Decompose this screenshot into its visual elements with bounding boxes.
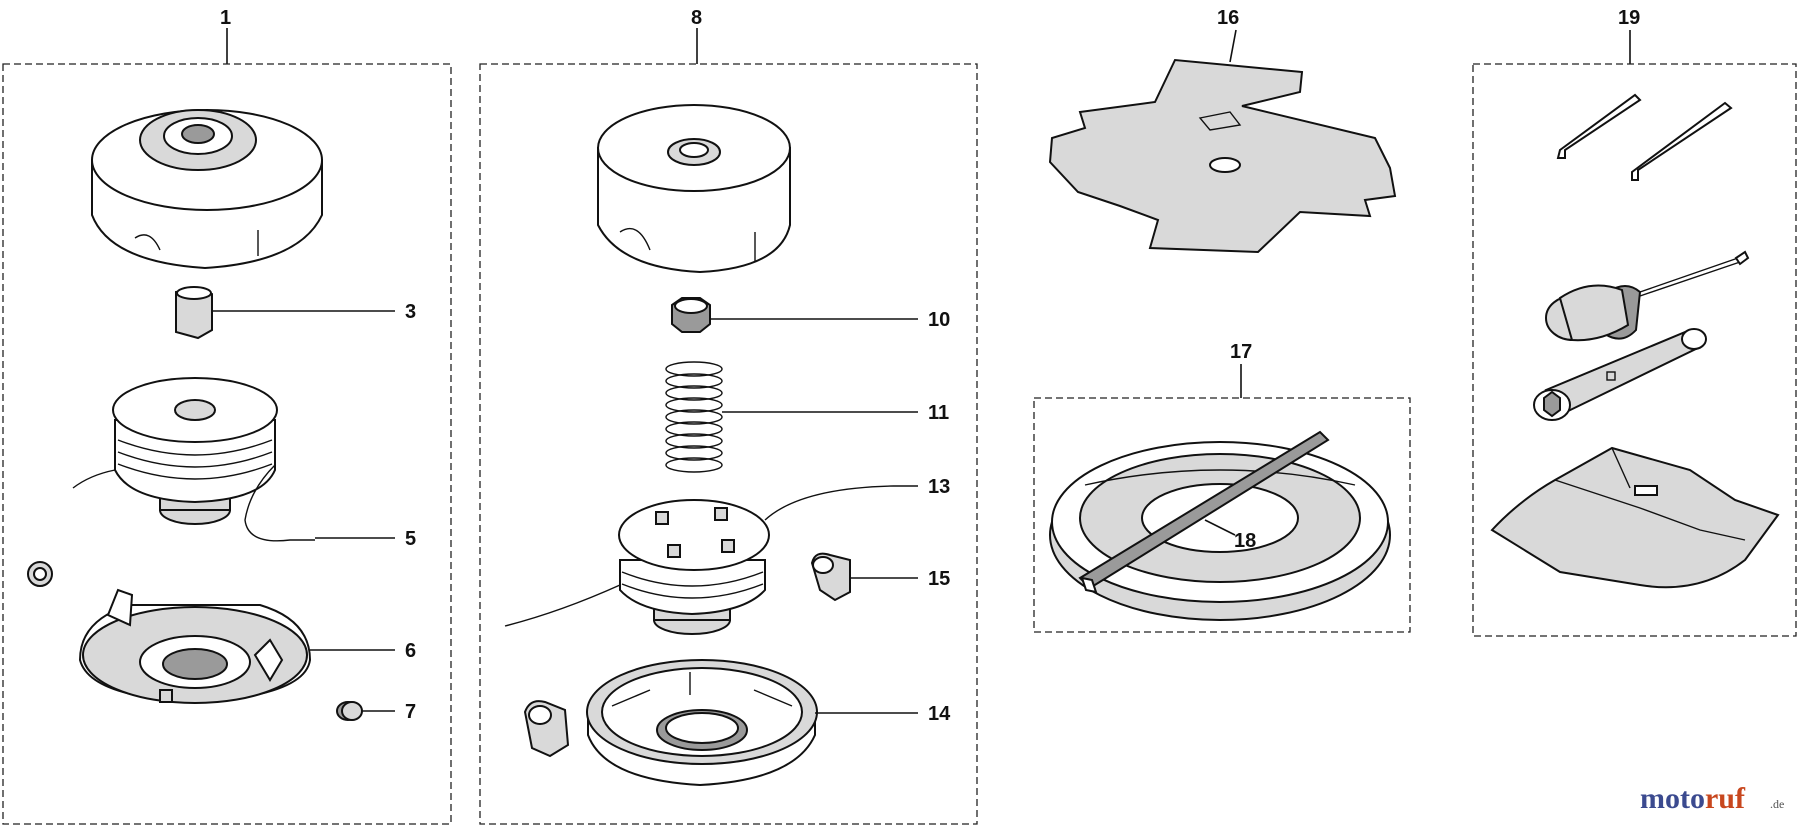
group-17-box	[1033, 397, 1411, 633]
watermark-ruf: ruf	[1705, 782, 1746, 815]
callout-19: 19	[1618, 7, 1640, 29]
guard-disc	[1049, 430, 1391, 621]
spring-part-11	[665, 361, 723, 473]
watermark-moto: moto	[1640, 782, 1705, 815]
hex-key-2	[1631, 101, 1733, 181]
callout-10: 10	[928, 309, 950, 331]
callout-14: 14	[928, 703, 951, 725]
group-1-box	[2, 63, 452, 825]
callout-8: 8	[691, 7, 702, 29]
clip-part-14-side	[523, 700, 570, 758]
nut-part-10	[671, 297, 711, 333]
group-8: 8 10 11	[479, 7, 978, 825]
clip-part-15	[810, 552, 851, 602]
callout-17: 17	[1230, 341, 1252, 363]
group-19: 19	[1472, 7, 1797, 637]
callout-1: 1	[220, 7, 231, 29]
callout-3: 3	[405, 301, 416, 323]
group-16: 16	[1048, 7, 1397, 254]
group-1: 1 3	[2, 7, 452, 825]
brush-blade-part-16	[1048, 58, 1397, 254]
watermark-text: motoruf	[1640, 782, 1746, 815]
callout-5: 5	[405, 528, 416, 550]
clip-part-7	[336, 701, 363, 721]
group-8-box	[479, 63, 978, 825]
callout-6: 6	[405, 640, 416, 662]
trimmer-head-cap-8	[597, 104, 791, 274]
base-part-6	[78, 588, 312, 704]
spool-part-13	[504, 485, 894, 635]
small-clip-left	[27, 561, 53, 587]
base-part-14	[586, 659, 818, 787]
trimmer-head-cap	[91, 109, 323, 270]
watermark-logo: motoruf .de	[1640, 782, 1784, 815]
hex-key-1	[1556, 93, 1642, 159]
tool-pouch	[1490, 446, 1780, 589]
spool-part-5	[72, 377, 315, 542]
nut-part-3	[175, 286, 213, 340]
callout-11: 11	[928, 402, 949, 424]
callout-13: 13	[928, 476, 950, 498]
group-17: 17 18	[1033, 341, 1411, 633]
watermark-suffix: .de	[1770, 797, 1784, 811]
callout-7: 7	[405, 701, 416, 723]
callout-18: 18	[1234, 530, 1256, 552]
callout-15: 15	[928, 568, 950, 590]
group-19-box	[1472, 63, 1797, 637]
socket-wrench	[1533, 328, 1707, 421]
callout-16: 16	[1217, 7, 1239, 29]
screwdriver	[1545, 250, 1750, 342]
